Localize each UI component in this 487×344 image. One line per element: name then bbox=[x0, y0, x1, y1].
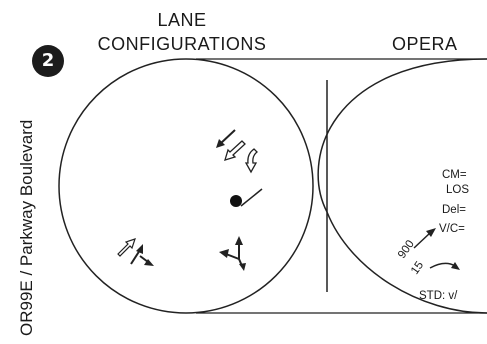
southbound-left-arrow-outline bbox=[224, 140, 246, 161]
lane-configurations-header-line1: LANE bbox=[157, 10, 207, 30]
critical-movement-label: CM= bbox=[442, 169, 467, 181]
delay-label: Del= bbox=[442, 204, 466, 216]
right-turn-volume-arrow bbox=[429, 262, 460, 270]
panel-borders bbox=[196, 58, 487, 314]
westbound-left-through-right-arrows bbox=[219, 236, 246, 271]
signal-pole-icon bbox=[230, 188, 263, 207]
level-of-service-label: LOS bbox=[446, 184, 470, 196]
intersection-number-badge: 2 bbox=[32, 45, 64, 77]
intersection-name-label: OR99E / Parkway Boulevard bbox=[17, 119, 36, 336]
southbound-right-arrow-outline bbox=[244, 148, 258, 174]
operations-header: OPERA bbox=[392, 34, 458, 54]
standard-label: STD: v/ bbox=[419, 290, 458, 302]
northeast-volume-arrow bbox=[413, 228, 436, 249]
lane-configurations-header-line2: CONFIGURATIONS bbox=[97, 34, 267, 54]
operations-circle bbox=[317, 58, 487, 314]
volume-capacity-label: V/C= bbox=[439, 223, 465, 235]
eastbound-arrows bbox=[117, 238, 154, 266]
southbound-through-arrow bbox=[216, 129, 236, 148]
lane-configuration-circle bbox=[58, 58, 314, 314]
